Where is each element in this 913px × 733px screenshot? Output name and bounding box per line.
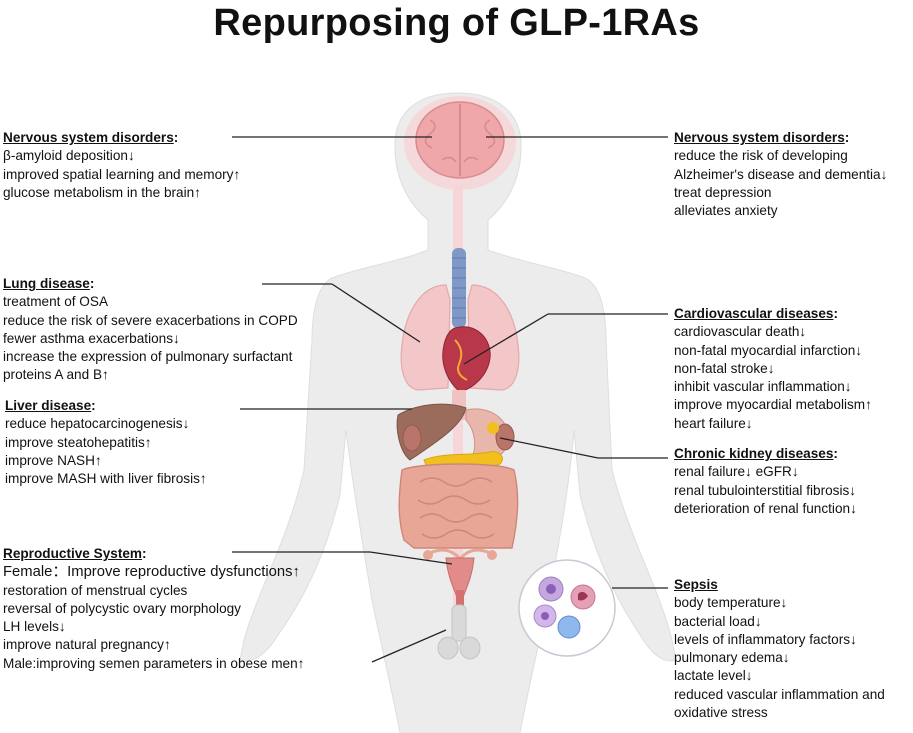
lung-line: fewer asthma exacerbations↓ [3, 330, 180, 346]
trachea [452, 248, 466, 328]
line-male [371, 629, 447, 663]
cardio-line: cardiovascular death↓ [674, 324, 807, 340]
repro-line: restoration of menstrual cycles [3, 582, 188, 598]
liver-heading: Liver disease [5, 398, 92, 413]
repro-line: reversal of polycystic ovary morphology [3, 600, 241, 616]
nervous-left-line: glucose metabolism in the brain↑ [3, 184, 201, 200]
cardio-line: non-fatal myocardial infarction↓ [674, 342, 863, 358]
lung-block: Lung disease: treatment of OSA reduce th… [3, 275, 298, 385]
liver-line: improve MASH with liver fibrosis↑ [5, 471, 207, 487]
repro-line: LH levels↓ [3, 619, 66, 635]
kidney-line: renal failure↓ eGFR↓ [674, 464, 799, 480]
nervous-left-line: improved spatial learning and memory↑ [3, 166, 241, 182]
sepsis-line: oxidative stress [674, 705, 768, 721]
liver-line: improve steatohepatitis↑ [5, 434, 152, 450]
cardio-block: Cardiovascular diseases: cardiovascular … [674, 305, 872, 433]
line-repro-diag [369, 551, 453, 565]
sepsis-line: levels of inflammatory factors↓ [674, 631, 857, 647]
uterus [423, 548, 497, 608]
kidney-line: deterioration of renal function↓ [674, 500, 857, 516]
liver-line: improve NASH↑ [5, 452, 102, 468]
sepsis-cells [518, 559, 616, 657]
brain [404, 96, 516, 190]
sepsis-line: pulmonary edema↓ [674, 650, 790, 666]
sepsis-line: lactate level↓ [674, 668, 753, 684]
cardio-heading: Cardiovascular diseases [674, 306, 834, 321]
line-kidney [499, 437, 599, 459]
lung-line: increase the expression of pulmonary sur… [3, 349, 293, 365]
lung-line: treatment of OSA [3, 294, 109, 310]
nervous-right-line: Alzheimer's disease and dementia↓ [674, 166, 888, 182]
nervous-right-line: alleviates anxiety [674, 203, 778, 219]
cardio-line: inhibit vascular inflammation↓ [674, 379, 852, 395]
sepsis-line: body temperature↓ [674, 595, 788, 611]
line-lung-diag [331, 283, 421, 343]
kidney-line: renal tubulointerstitial fibrosis↓ [674, 482, 857, 498]
liver-block: Liver disease: reduce hepatocarcinogenes… [5, 397, 207, 488]
male-reproductive [437, 604, 481, 660]
intestines [398, 463, 519, 549]
sepsis-block: Sepsis body temperature↓ bacterial load↓… [674, 576, 885, 722]
liver-line: reduce hepatocarcinogenesis↓ [5, 416, 190, 432]
repro-block: Reproductive System: Female：Improve repr… [3, 545, 304, 673]
lung-line: reduce the risk of severe exacerbations … [3, 312, 298, 328]
kidneys [402, 423, 515, 452]
nervous-left-block: Nervous system disorders: β-amyloid depo… [3, 129, 240, 202]
repro-line: Female：Improve reproductive dysfunctions… [3, 564, 300, 581]
nervous-left-heading: Nervous system disorders [3, 130, 174, 145]
cardio-line: heart failure↓ [674, 415, 753, 431]
nervous-right-heading: Nervous system disorders [674, 130, 845, 145]
sepsis-line: reduced vascular inflammation and [674, 686, 885, 702]
repro-line: improve natural pregnancy↑ [3, 637, 171, 653]
repro-heading: Reproductive System [3, 546, 143, 561]
sepsis-line: bacterial load↓ [674, 613, 762, 629]
nervous-left-line: β-amyloid deposition↓ [3, 148, 135, 164]
cardio-line: non-fatal stroke↓ [674, 360, 775, 376]
lung-heading: Lung disease [3, 276, 90, 291]
nervous-right-line: reduce the risk of developing [674, 148, 848, 164]
kidney-heading: Chronic kidney diseases [674, 446, 834, 461]
figure-title: Repurposing of GLP-1RAs [213, 2, 700, 44]
nervous-right-block: Nervous system disorders: reduce the ris… [674, 129, 887, 220]
lung-line: proteins A and B↑ [3, 367, 109, 383]
nervous-right-line: treat depression [674, 184, 772, 200]
line-cardio [463, 313, 549, 365]
sepsis-heading: Sepsis [674, 577, 718, 592]
cardio-line: improve myocardial metabolism↑ [674, 397, 872, 413]
kidney-block: Chronic kidney diseases: renal failure↓ … [674, 445, 857, 518]
adrenal-gland [487, 422, 499, 434]
repro-line: Male:improving semen parameters in obese… [3, 655, 305, 671]
connector-lines [232, 136, 668, 663]
